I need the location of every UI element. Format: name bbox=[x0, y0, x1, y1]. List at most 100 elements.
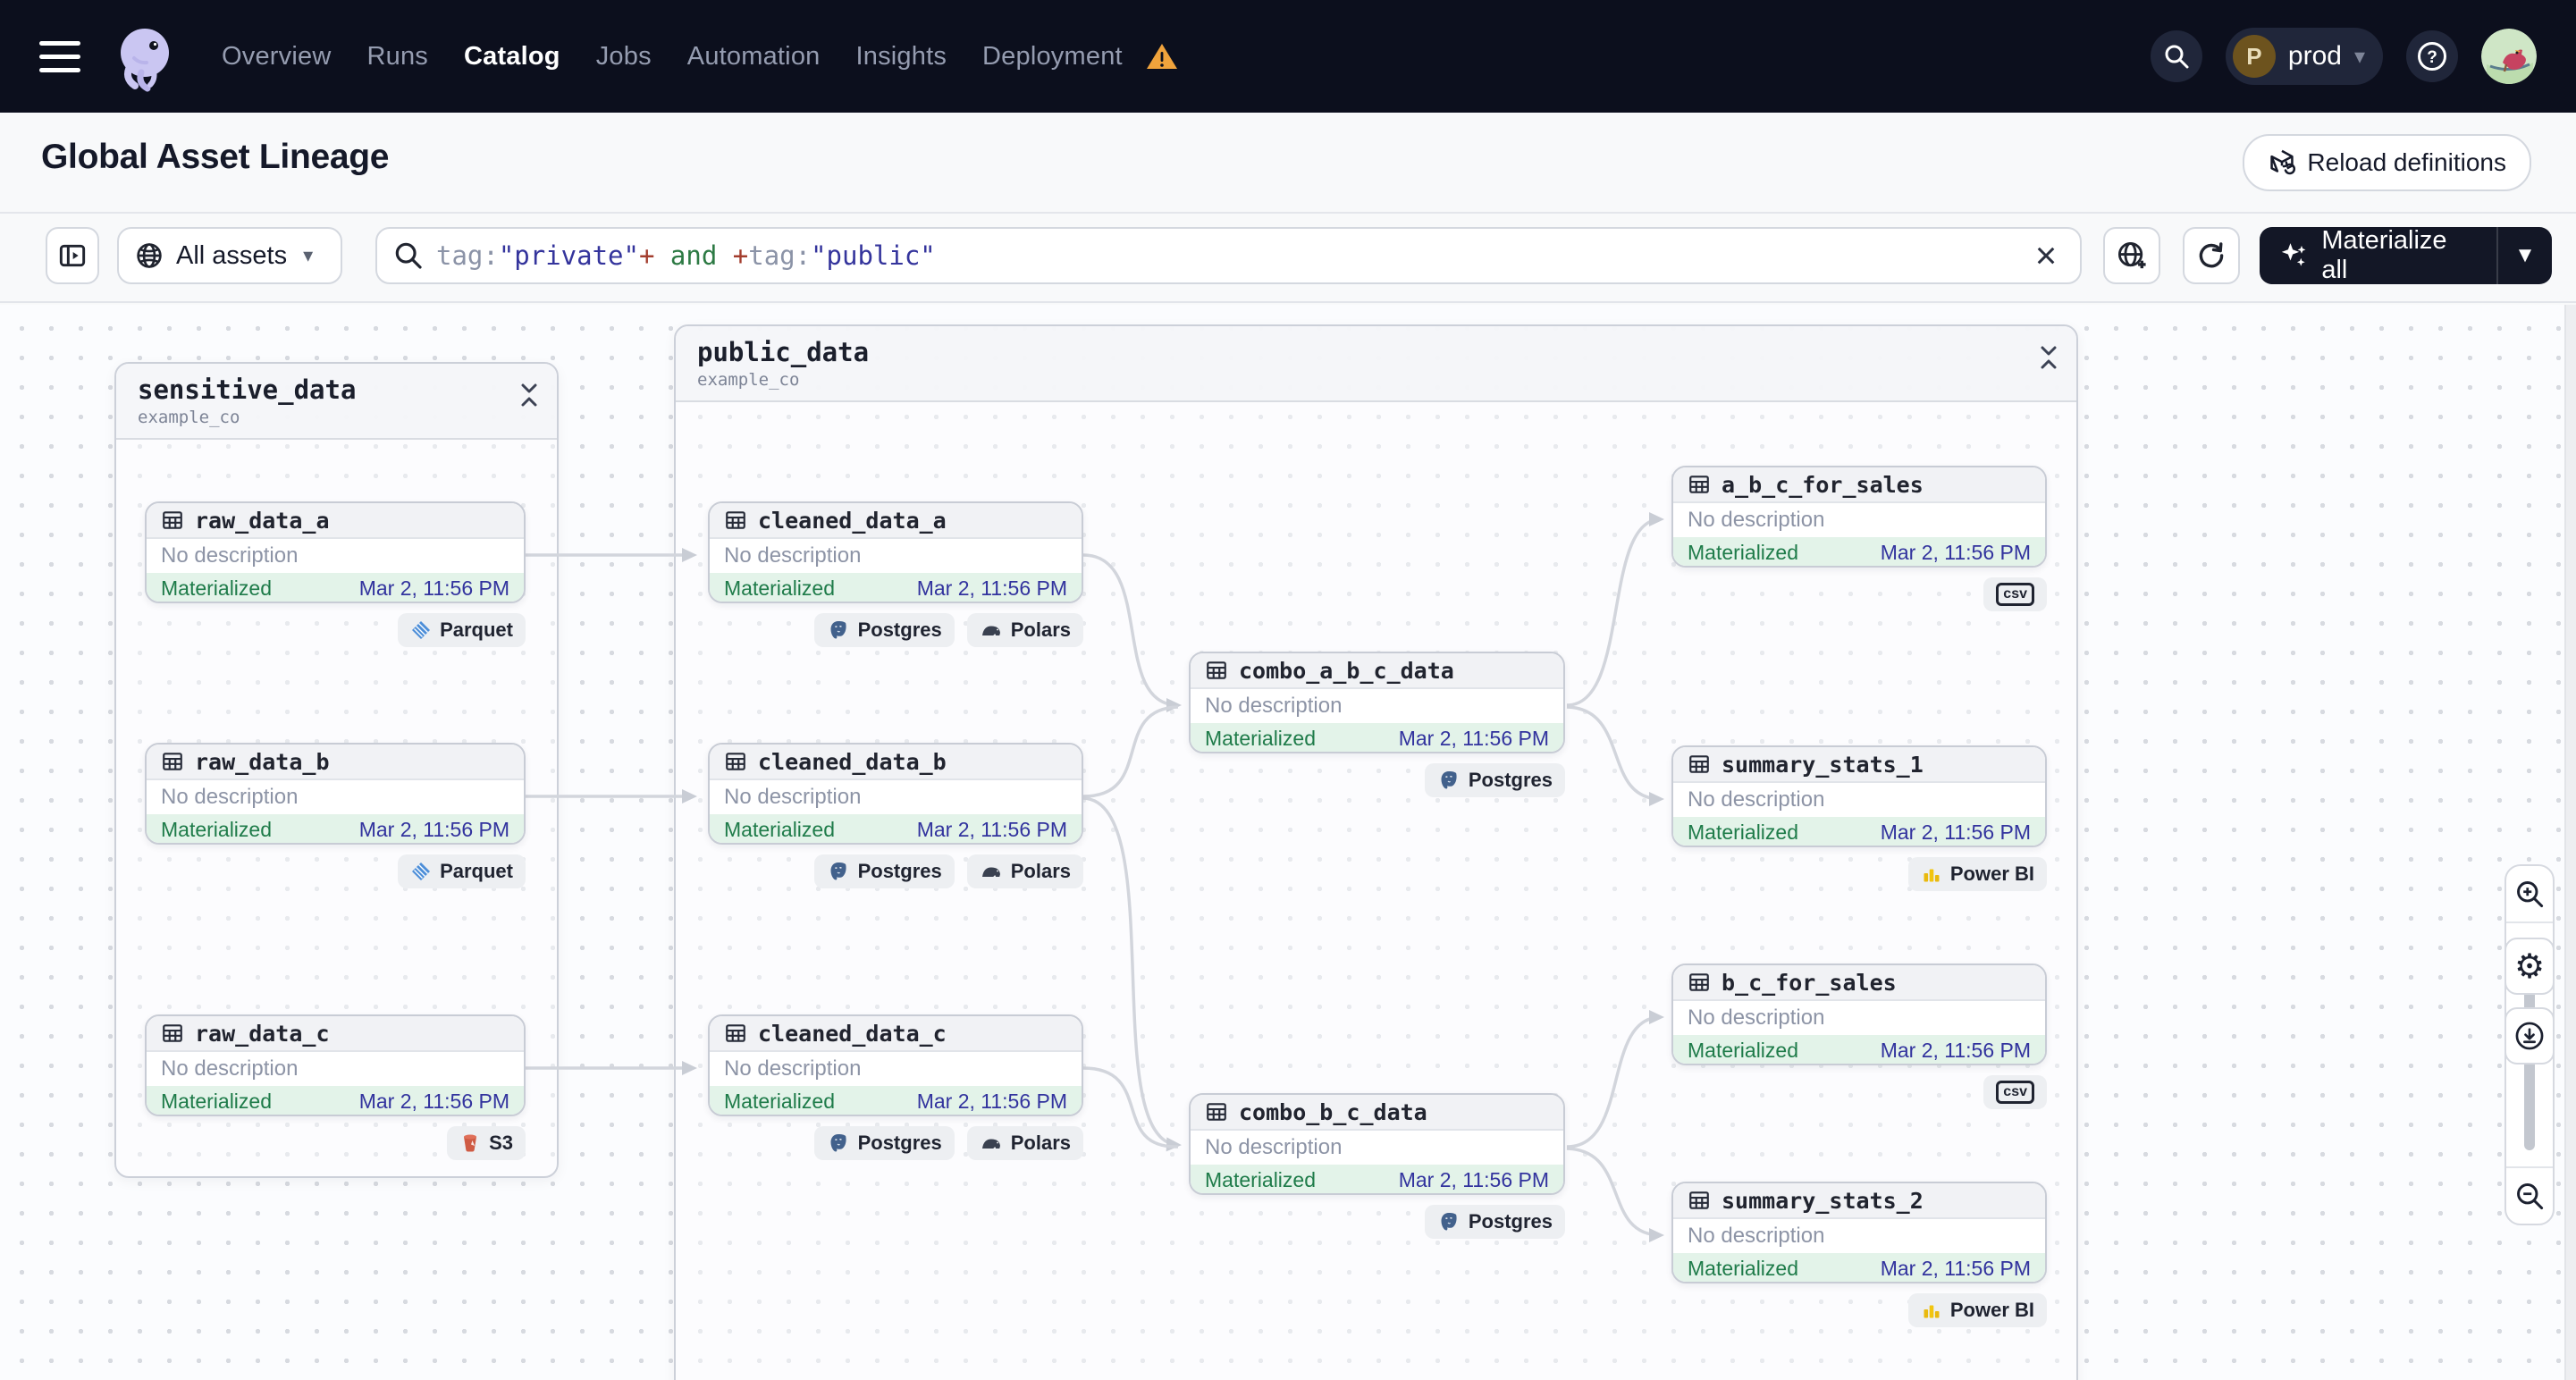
nav-item-deployment[interactable]: Deployment bbox=[982, 41, 1123, 71]
help-button[interactable]: ? bbox=[2406, 30, 2458, 82]
kind-badge-polars[interactable]: Polars bbox=[966, 613, 1083, 647]
dagster-logo-icon[interactable] bbox=[107, 19, 182, 94]
kind-badge-polars[interactable]: Polars bbox=[966, 854, 1083, 888]
asset-timestamp[interactable]: Mar 2, 11:56 PM bbox=[1398, 1167, 1549, 1191]
table-icon bbox=[726, 1024, 745, 1042]
asset-timestamp[interactable]: Mar 2, 11:56 PM bbox=[358, 576, 509, 600]
kind-label: Power BI bbox=[1949, 862, 2034, 885]
table-icon bbox=[1207, 1103, 1226, 1121]
asset-description: No description bbox=[1205, 1135, 1343, 1159]
asset-node-summary-stats-1[interactable]: summary_stats_1 No description Materiali… bbox=[1671, 745, 2047, 847]
kind-badge-s3[interactable]: S3 bbox=[447, 1126, 526, 1160]
kind-badge-postgres[interactable]: Postgres bbox=[1424, 763, 1565, 797]
asset-node-cleaned-data-c[interactable]: cleaned_data_c No description Materializ… bbox=[708, 1014, 1083, 1116]
asset-node-combo-a-b-c-data[interactable]: combo_a_b_c_data No description Material… bbox=[1189, 652, 1565, 753]
kind-badge-polars[interactable]: Polars bbox=[966, 1126, 1083, 1160]
asset-timestamp[interactable]: Mar 2, 11:56 PM bbox=[1880, 1256, 2031, 1280]
kind-badge-powerbi[interactable]: Power BI bbox=[1907, 1293, 2047, 1327]
lineage-toolbar: All assets ▾ tag:"private"+ and +tag:"pu… bbox=[0, 214, 2576, 303]
zoom-out-button[interactable] bbox=[2506, 1166, 2553, 1224]
reload-cube-icon bbox=[2270, 149, 2296, 175]
menu-icon[interactable] bbox=[39, 40, 80, 72]
kind-label: Postgres bbox=[1468, 769, 1553, 791]
nav-item-overview[interactable]: Overview bbox=[222, 41, 332, 71]
view-all-assets-button[interactable] bbox=[2103, 227, 2160, 284]
group-header[interactable]: sensitive_data example_co bbox=[116, 364, 557, 440]
table-icon bbox=[1689, 973, 1709, 991]
nav-item-automation[interactable]: Automation bbox=[686, 41, 821, 71]
graph-settings-button[interactable]: ⚙ bbox=[2504, 938, 2555, 995]
asset-selection-input[interactable]: tag:"private"+ and +tag:"public" × bbox=[375, 227, 2082, 284]
kind-badge-csv[interactable]: csv bbox=[1983, 577, 2047, 611]
materialize-options-caret[interactable]: ▼ bbox=[2514, 243, 2536, 267]
kind-label: Postgres bbox=[1468, 1210, 1553, 1233]
kind-label: Polars bbox=[1010, 1132, 1071, 1154]
powerbi-icon bbox=[1924, 869, 1940, 882]
asset-selection-query: tag:"private"+ and +tag:"public" bbox=[436, 240, 936, 271]
asset-status: Materialized bbox=[1205, 1167, 1316, 1191]
globe-plus-icon bbox=[2117, 241, 2146, 269]
asset-scope-dropdown[interactable]: All assets ▾ bbox=[117, 227, 342, 284]
kind-badge-row: Power BI bbox=[1671, 1293, 2047, 1327]
user-avatar[interactable] bbox=[2481, 29, 2537, 84]
lineage-canvas[interactable]: sensitive_data example_co public_data ex… bbox=[0, 305, 2564, 1380]
kind-badge-postgres[interactable]: Postgres bbox=[813, 613, 955, 647]
parquet-icon bbox=[412, 621, 431, 639]
collapse-group-icon[interactable] bbox=[516, 380, 543, 410]
group-header[interactable]: public_data example_co bbox=[676, 326, 2076, 402]
nav-item-jobs[interactable]: Jobs bbox=[595, 41, 652, 71]
asset-node-a-b-c-for-sales[interactable]: a_b_c_for_sales No description Materiali… bbox=[1671, 466, 2047, 568]
asset-timestamp[interactable]: Mar 2, 11:56 PM bbox=[1880, 540, 2031, 564]
kind-badge-csv[interactable]: csv bbox=[1983, 1075, 2047, 1109]
nav-item-insights[interactable]: Insights bbox=[855, 41, 947, 71]
reload-definitions-button[interactable]: Reload definitions bbox=[2243, 134, 2531, 191]
kind-badge-postgres[interactable]: Postgres bbox=[1424, 1205, 1565, 1239]
open-left-panel-button[interactable] bbox=[46, 227, 99, 284]
asset-node-summary-stats-2[interactable]: summary_stats_2 No description Materiali… bbox=[1671, 1182, 2047, 1283]
chevron-down-icon: ▾ bbox=[2353, 44, 2365, 69]
materialize-all-button[interactable]: Materialize all ▼ bbox=[2260, 226, 2552, 284]
asset-node-b-c-for-sales[interactable]: b_c_for_sales No description Materialize… bbox=[1671, 963, 2047, 1065]
asset-status: Materialized bbox=[161, 817, 272, 841]
asset-timestamp[interactable]: Mar 2, 11:56 PM bbox=[1880, 1038, 2031, 1062]
zoom-in-button[interactable] bbox=[2506, 866, 2553, 923]
asset-description: No description bbox=[161, 543, 299, 568]
asset-node-cleaned-data-b[interactable]: cleaned_data_b No description Materializ… bbox=[708, 743, 1083, 845]
asset-node-combo-b-c-data[interactable]: combo_b_c_data No description Materializ… bbox=[1189, 1093, 1565, 1195]
kind-badge-parquet[interactable]: Parquet bbox=[398, 613, 526, 647]
download-graph-button[interactable] bbox=[2504, 1007, 2555, 1064]
asset-timestamp[interactable]: Mar 2, 11:56 PM bbox=[358, 1089, 509, 1113]
primary-nav: Overview Runs Catalog Jobs Automation In… bbox=[222, 42, 1178, 72]
environment-name: prod bbox=[2287, 41, 2342, 71]
globe-icon bbox=[137, 243, 162, 268]
kind-badge-postgres[interactable]: Postgres bbox=[813, 854, 955, 888]
nav-item-runs[interactable]: Runs bbox=[366, 41, 428, 71]
collapse-group-icon[interactable] bbox=[2035, 342, 2062, 373]
asset-title: cleaned_data_a bbox=[758, 507, 947, 534]
kind-badge-parquet[interactable]: Parquet bbox=[398, 854, 526, 888]
asset-timestamp[interactable]: Mar 2, 11:56 PM bbox=[358, 817, 509, 841]
kind-badge-postgres[interactable]: Postgres bbox=[813, 1126, 955, 1160]
vertical-scrollbar[interactable] bbox=[2564, 305, 2576, 1380]
asset-timestamp[interactable]: Mar 2, 11:56 PM bbox=[916, 576, 1067, 600]
global-search-button[interactable] bbox=[2150, 30, 2202, 82]
asset-timestamp[interactable]: Mar 2, 11:56 PM bbox=[1398, 726, 1549, 750]
kind-label: Polars bbox=[1010, 860, 1071, 882]
asset-node-cleaned-data-a[interactable]: cleaned_data_a No description Materializ… bbox=[708, 501, 1083, 603]
asset-timestamp[interactable]: Mar 2, 11:56 PM bbox=[1880, 820, 2031, 844]
materialize-all-label: Materialize all bbox=[2321, 226, 2447, 284]
asset-timestamp[interactable]: Mar 2, 11:56 PM bbox=[916, 1089, 1067, 1113]
asset-title: summary_stats_1 bbox=[1722, 751, 1924, 778]
nav-item-catalog[interactable]: Catalog bbox=[463, 41, 560, 71]
kind-badge-powerbi[interactable]: Power BI bbox=[1907, 857, 2047, 891]
clear-query-button[interactable]: × bbox=[2034, 234, 2058, 276]
kind-label: Parquet bbox=[440, 618, 513, 641]
environment-switcher[interactable]: P prod ▾ bbox=[2225, 28, 2383, 85]
postgres-icon bbox=[830, 621, 846, 639]
refresh-button[interactable] bbox=[2183, 227, 2240, 284]
asset-status: Materialized bbox=[1688, 1256, 1798, 1280]
asset-timestamp[interactable]: Mar 2, 11:56 PM bbox=[916, 817, 1067, 841]
